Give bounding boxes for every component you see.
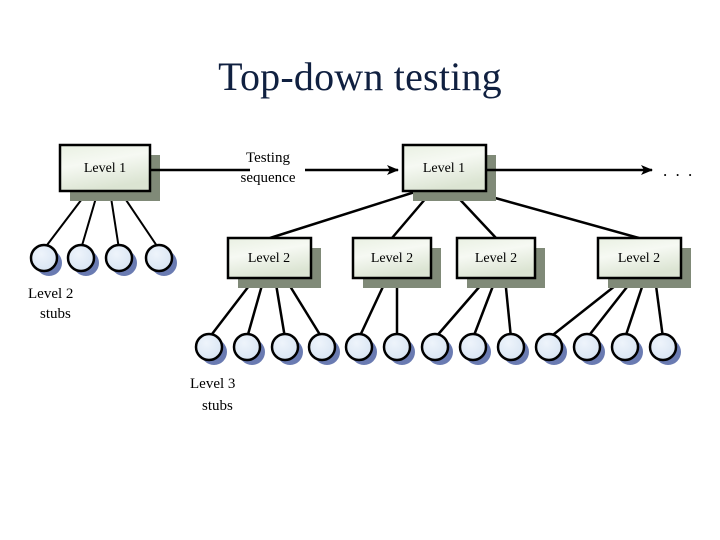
level3-stubs-caption-line1: Level 3 <box>190 376 235 392</box>
level2-box-2[interactable] <box>351 236 433 280</box>
stub-circle[interactable] <box>144 243 174 273</box>
stub-circle[interactable] <box>66 243 96 273</box>
stub-circle[interactable] <box>610 332 640 362</box>
level2-box-1-label: Level 2 <box>248 251 290 266</box>
level2-box-3-label: Level 2 <box>475 251 517 266</box>
stage2-group: Level 1 Level 2 Level 2 <box>190 143 691 414</box>
stage1-root-label: Level 1 <box>84 161 126 176</box>
stub-circle[interactable] <box>648 332 678 362</box>
stage1-group: Level 1 Level 2 stubs <box>28 143 177 322</box>
stub-circle[interactable] <box>496 332 526 362</box>
level2-box-4-label: Level 2 <box>618 251 660 266</box>
edge <box>269 189 419 240</box>
testing-sequence-label-line1: Testing <box>246 150 290 166</box>
stub-circle[interactable] <box>270 332 300 362</box>
level3-stub-circles <box>194 332 681 365</box>
stage2-root-label: Level 1 <box>423 161 465 176</box>
continuation-dots: . . . <box>663 161 694 180</box>
testing-sequence-arrow: Testing sequence <box>150 150 399 186</box>
level2-box-3[interactable] <box>455 236 537 280</box>
stub-circle[interactable] <box>572 332 602 362</box>
stage1-stub-circles <box>29 243 177 276</box>
stub-circle[interactable] <box>420 332 450 362</box>
stage2-root-box[interactable] <box>401 143 488 193</box>
stub-circle[interactable] <box>382 332 412 362</box>
level2-stubs-caption-line1: Level 2 <box>28 286 73 302</box>
page-title: Top-down testing <box>218 54 502 99</box>
testing-sequence-label-line2: sequence <box>241 170 296 186</box>
level2-box-4[interactable] <box>596 236 683 280</box>
edge <box>469 189 640 240</box>
stub-circle[interactable] <box>344 332 374 362</box>
stub-circle[interactable] <box>534 332 564 362</box>
stub-circle[interactable] <box>29 243 59 273</box>
stub-circle[interactable] <box>104 243 134 273</box>
level2-stubs-caption-line2: stubs <box>40 306 71 322</box>
stub-circle[interactable] <box>194 332 224 362</box>
level2-box-2-label: Level 2 <box>371 251 413 266</box>
level3-stubs-caption-line2: stubs <box>202 398 233 414</box>
stage1-root-box[interactable] <box>58 143 152 193</box>
level2-box-1[interactable] <box>226 236 313 280</box>
stub-circle[interactable] <box>307 332 337 362</box>
stub-circle[interactable] <box>458 332 488 362</box>
continuation-arrow: . . . <box>486 161 694 180</box>
stub-circle[interactable] <box>232 332 262 362</box>
